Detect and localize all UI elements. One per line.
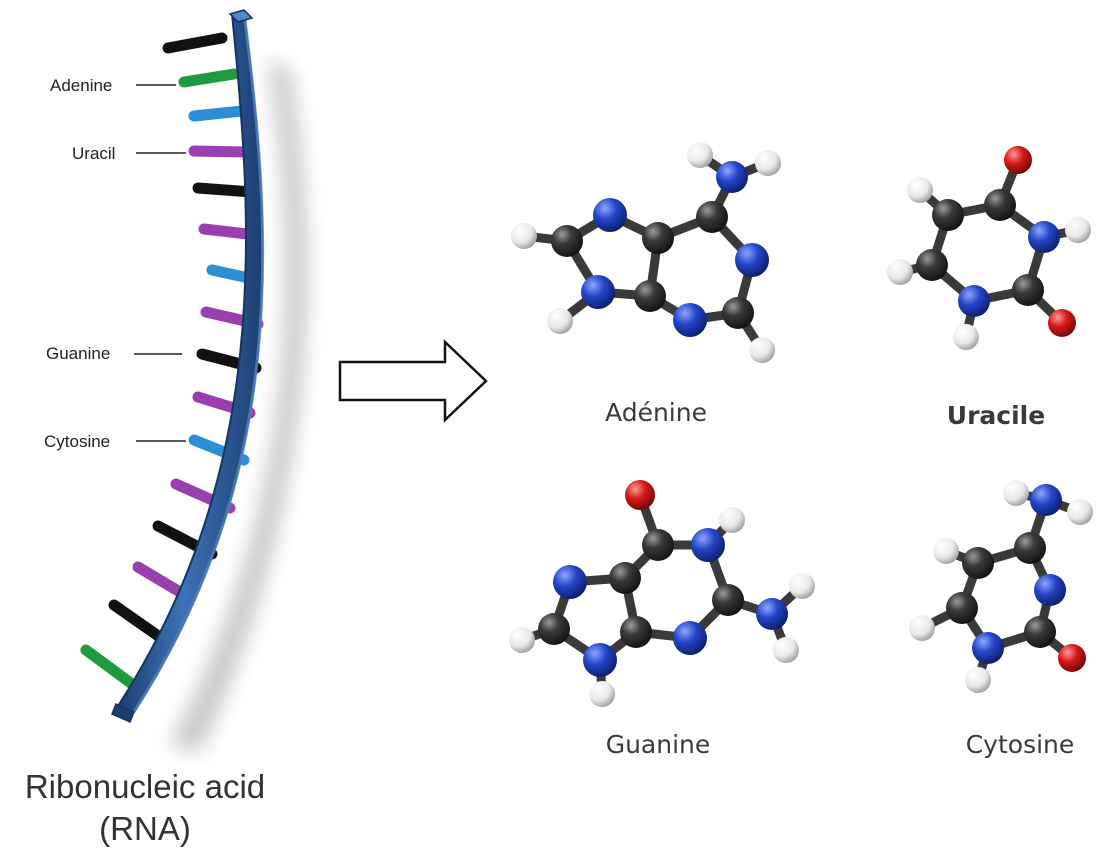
base-cytosine: [188, 105, 248, 122]
rna-backbone-edge: [132, 11, 265, 713]
rna-strand: Adenine Uracil Guanine Cytosine: [44, 9, 307, 752]
base-guanine: [192, 182, 258, 198]
strand-shadow: [170, 60, 307, 752]
uracil-caption: Uracile: [946, 401, 1046, 430]
rna-title-line2: (RNA): [99, 810, 191, 847]
rna-title-line1: Ribonucleic acid: [24, 768, 266, 805]
base-guanine: [108, 599, 170, 646]
uracil-molecule: [887, 146, 1091, 350]
label-guanine: Guanine: [46, 344, 110, 363]
strand-labels: Adenine Uracil Guanine Cytosine: [44, 76, 186, 451]
adenine-caption: Adénine: [605, 398, 707, 427]
base-adenine: [80, 644, 138, 690]
backbone-bottom-cap: [111, 702, 135, 724]
adenine-molecule: [511, 142, 781, 363]
guanine-caption: Guanine: [605, 730, 711, 759]
label-cytosine: Cytosine: [44, 432, 110, 451]
guanine-molecule: [509, 480, 815, 707]
cytosine-molecule: [909, 480, 1093, 693]
label-adenine: Adenine: [50, 76, 112, 95]
nucleobases: [80, 32, 264, 690]
base-guanine: [162, 32, 228, 54]
rna-title: Ribonucleic acid (RNA): [0, 766, 290, 850]
right-arrow-icon: [338, 339, 488, 423]
base-uracil: [188, 145, 252, 158]
label-uracil: Uracil: [72, 144, 115, 163]
cytosine-caption: Cytosine: [965, 730, 1075, 759]
backbone-top-cap: [228, 9, 254, 23]
base-adenine: [178, 68, 240, 88]
